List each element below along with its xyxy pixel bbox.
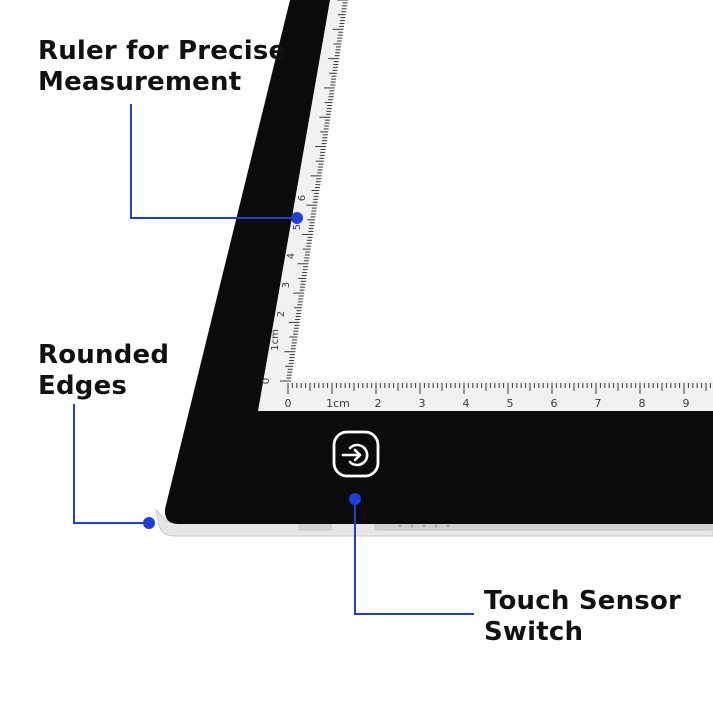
switch-callout-line — [354, 499, 474, 615]
h-ruler-number: 6 — [551, 397, 558, 410]
switch-callout-dot — [349, 493, 361, 505]
callout-edges-line2: Edges — [38, 371, 128, 401]
callout-ruler-line1: Ruler for Precise — [38, 36, 287, 66]
callout-ruler: Ruler for Precise Measurement — [38, 36, 286, 98]
callout-ruler-line2: Measurement — [38, 67, 242, 97]
callout-lines — [73, 104, 474, 615]
touch-sensor-switch[interactable] — [332, 430, 380, 478]
edges-callout-line — [73, 404, 149, 524]
callout-edges: Rounded Edges — [38, 340, 169, 402]
h-ruler-number: 5 — [507, 397, 514, 410]
h-ruler-number: 0 — [285, 397, 292, 410]
v-ruler-number: 0 — [261, 378, 272, 384]
light-surface — [290, 0, 713, 381]
edge-dot — [434, 524, 438, 528]
edge-dot — [410, 524, 414, 528]
v-ruler-number: 2 — [276, 311, 287, 317]
v-ruler-number: 1cm — [270, 329, 281, 351]
callout-switch: Touch Sensor Switch — [484, 586, 681, 648]
h-ruler-number: 3 — [419, 397, 426, 410]
callout-switch-line2: Switch — [484, 617, 584, 647]
vertical-ruler-ticks — [280, 0, 348, 382]
h-ruler-number: 9 — [683, 397, 690, 410]
edge-dot — [422, 524, 426, 528]
h-ruler-number: 7 — [595, 397, 602, 410]
h-ruler-number: 4 — [463, 397, 470, 410]
h-ruler-number: 8 — [639, 397, 646, 410]
horizontal-ruler-numbers: 0 1cm 2 3 4 5 6 7 8 9 — [285, 397, 690, 410]
edge-dot — [398, 524, 402, 528]
switch-outline — [332, 430, 380, 478]
ruler-callout-line — [130, 104, 297, 219]
v-ruler-number: 4 — [286, 253, 297, 259]
edges-callout-dot — [143, 517, 155, 529]
v-ruler-number: 6 — [297, 195, 308, 201]
callout-switch-line1: Touch Sensor — [484, 586, 682, 616]
v-ruler-number: 3 — [281, 282, 292, 288]
edge-slot-left — [298, 523, 332, 531]
h-ruler-number: 2 — [375, 397, 382, 410]
power-enter-icon — [341, 443, 369, 467]
horizontal-ruler-ticks — [287, 383, 711, 394]
callout-edges-line1: Rounded — [38, 340, 170, 370]
v-ruler-number: 5 — [292, 224, 303, 230]
vertical-ruler-numbers: 0 1cm 2 3 4 5 6 — [261, 195, 308, 384]
h-ruler-number: 1cm — [326, 397, 350, 410]
ruler-callout-dot — [291, 212, 303, 224]
edge-dot — [446, 524, 450, 528]
